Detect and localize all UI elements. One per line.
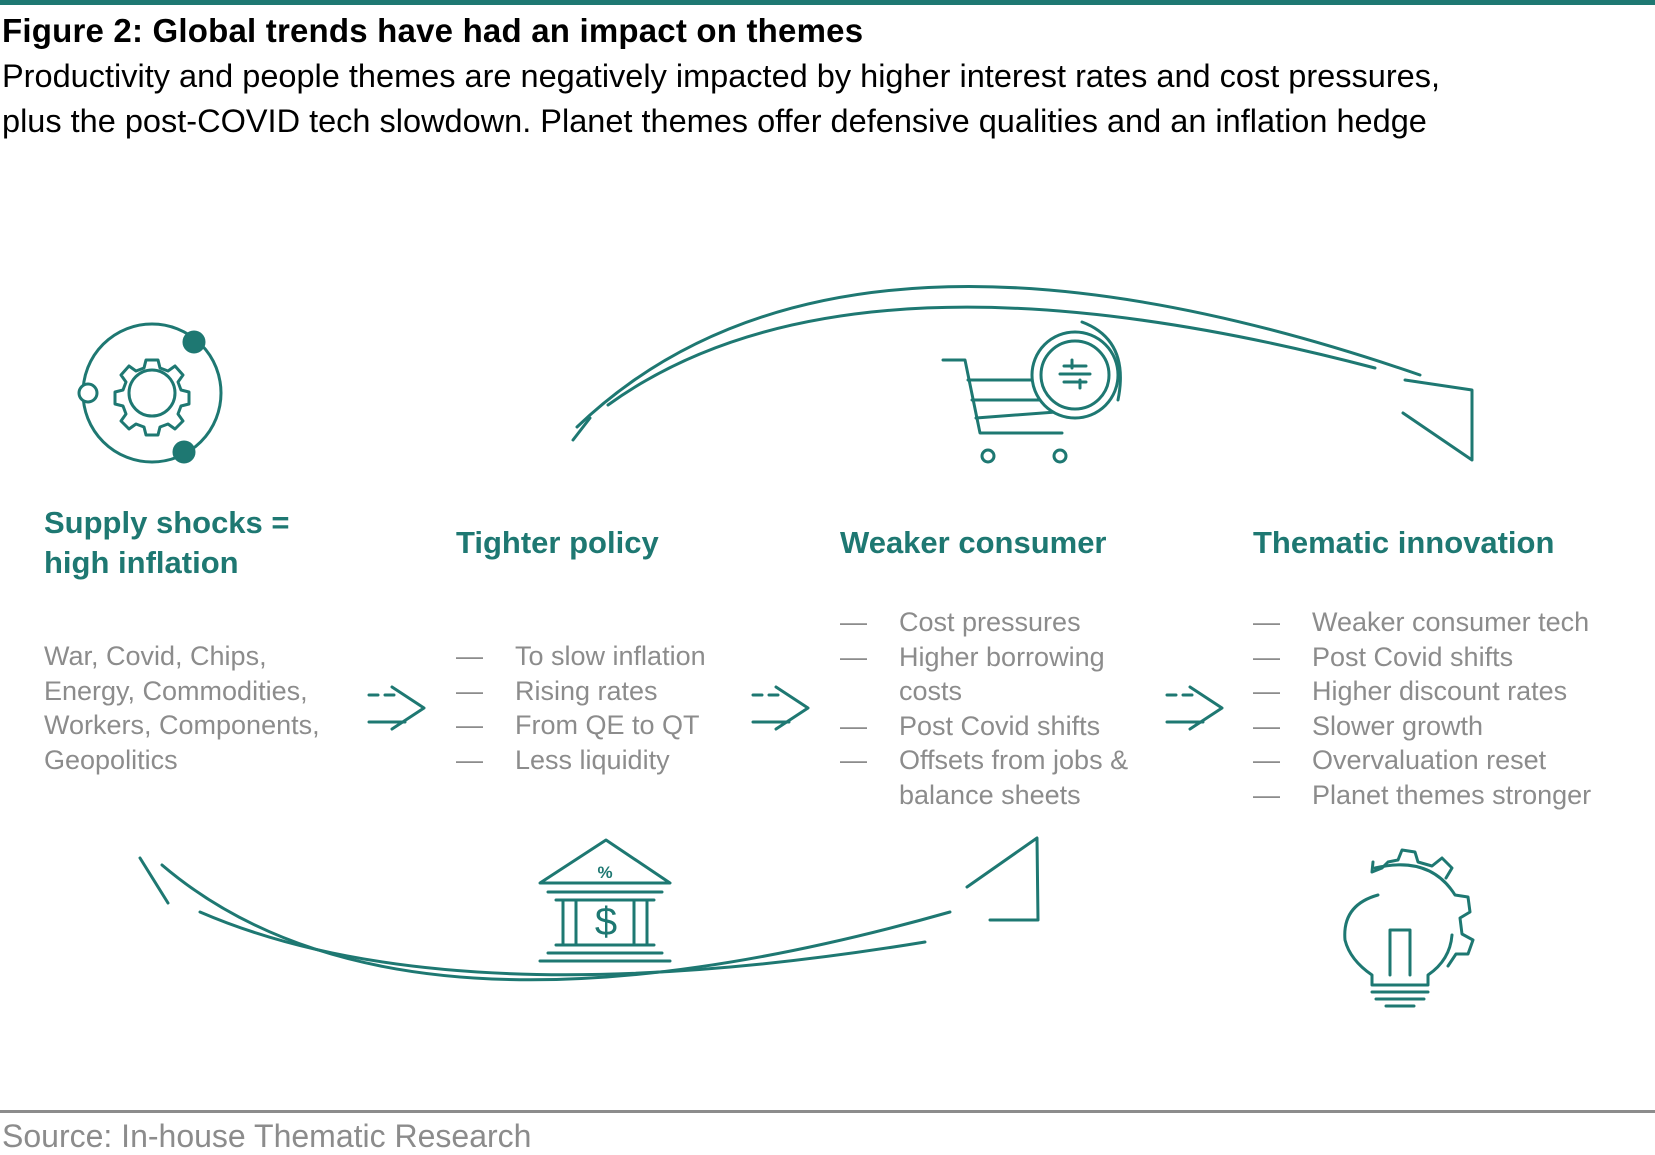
- top-arrow-head: [1401, 378, 1474, 462]
- list-item-text: Overvaluation reset: [1312, 745, 1547, 775]
- bullet-dash: —: [456, 675, 483, 706]
- list-item-text: Post Covid shifts: [1312, 641, 1514, 672]
- list-item-text: To slow inflation: [515, 641, 706, 671]
- top-cycle-arrow: [571, 285, 1474, 462]
- list-item: — Cost pressures: [840, 605, 1128, 640]
- figure-subtitle-line-2: plus the post-COVID tech slowdown. Plane…: [2, 103, 1427, 139]
- list-item-text: Rising rates: [515, 675, 658, 706]
- list-item: — Higher discount rates: [1253, 674, 1591, 709]
- shopping-cart-icon: [941, 320, 1122, 464]
- bottom-arc-outer: [160, 863, 952, 982]
- bottom-arrow-head: [965, 836, 1040, 922]
- bullet-dash: —: [1253, 745, 1280, 775]
- list-item-text: From QE to QT: [515, 710, 700, 740]
- list-item: — Post Covid shifts: [1253, 640, 1591, 675]
- figure-subtitle: Productivity and people themes are negat…: [2, 54, 1440, 144]
- stage-supply-shocks-drivers: War, Covid, Chips, Energy, Commodities, …: [44, 639, 320, 777]
- list-item: — Rising rates: [456, 674, 706, 709]
- list-item-text: Planet themes stronger: [1312, 779, 1592, 810]
- stage-supply-shocks-heading-line-2: high inflation: [44, 545, 239, 580]
- list-item: — Weaker consumer tech: [1253, 605, 1591, 640]
- list-item: — Planet themes stronger: [1253, 778, 1591, 813]
- bullet-dash: —: [840, 745, 867, 775]
- list-item-text: Higher discount rates: [1312, 676, 1568, 706]
- list-item-continuation: costs: [840, 674, 1128, 709]
- driver-line: Energy, Commodities,: [44, 675, 308, 706]
- top-arc-outer-tail: [571, 416, 592, 442]
- bottom-arc-inner: [198, 910, 927, 977]
- list-item-text: costs: [899, 676, 963, 706]
- list-item: — Offsets from jobs &: [840, 743, 1128, 778]
- list-item-text: Higher borrowing: [899, 641, 1105, 672]
- flow-arrow-3: [1165, 685, 1224, 731]
- bank-percent-symbol: %: [597, 863, 612, 882]
- list-item-text: Less liquidity: [515, 744, 670, 775]
- bank-icon: [538, 838, 672, 963]
- list-item: — To slow inflation: [456, 639, 706, 674]
- driver-line: Geopolitics: [44, 744, 178, 775]
- gear-orbit-icon: [77, 322, 223, 464]
- list-item: — From QE to QT: [456, 708, 706, 743]
- list-item: — Overvaluation reset: [1253, 743, 1591, 778]
- list-item: — Higher borrowing: [840, 640, 1128, 675]
- flow-arrow-1: [367, 685, 426, 731]
- list-item-text: balance sheets: [899, 779, 1081, 810]
- top-arc-inner: [575, 285, 1422, 429]
- bullet-dash: —: [1253, 779, 1280, 810]
- flow-arrow-2: [751, 685, 810, 731]
- stage-thematic-innovation-heading: Thematic innovation: [1253, 525, 1555, 560]
- stage-supply-shocks-heading-line-1: Supply shocks =: [44, 505, 290, 540]
- bullet-dash: —: [456, 744, 483, 775]
- bank-dollar-symbol: $: [595, 900, 617, 944]
- list-item: — Post Covid shifts: [840, 709, 1128, 744]
- bullet-dash: —: [840, 607, 867, 637]
- list-item-text: Weaker consumer tech: [1312, 607, 1590, 637]
- source-note: Source: In-house Thematic Research: [2, 1118, 532, 1154]
- bottom-rule: [0, 1110, 1655, 1113]
- stage-weaker-consumer-list: —Cost pressures —Higher borrowing costs …: [840, 605, 1128, 812]
- bullet-dash: —: [1253, 710, 1280, 741]
- list-item-continuation: balance sheets: [840, 778, 1128, 813]
- stage-thematic-innovation-list: — Weaker consumer tech — Post Covid shifts…: [1253, 605, 1591, 812]
- bullet-dash: —: [1253, 641, 1280, 672]
- list-item-text: Cost pressures: [899, 607, 1081, 637]
- driver-line: Workers, Components,: [44, 710, 320, 740]
- bullet-dash: —: [456, 641, 483, 671]
- stage-tighter-policy-list: — To slow inflation — Rising rates — From Q…: [456, 639, 706, 777]
- stage-weaker-consumer-heading: Weaker consumer: [840, 525, 1107, 560]
- figure-subtitle-line-1: Productivity and people themes are negat…: [2, 58, 1440, 94]
- stage-tighter-policy-heading: Tighter policy: [456, 525, 659, 560]
- bullet-dash: —: [840, 710, 867, 741]
- bottom-arc-tail: [138, 856, 170, 905]
- driver-line: War, Covid, Chips,: [44, 641, 267, 671]
- stage-supply-shocks-heading: Supply shocks = high inflation: [44, 503, 290, 583]
- list-item-text: Offsets from jobs &: [899, 745, 1129, 775]
- list-item-text: Post Covid shifts: [899, 710, 1101, 741]
- bullet-dash: —: [456, 710, 483, 740]
- bullet-dash: —: [1253, 607, 1280, 637]
- list-item-text: Slower growth: [1312, 710, 1484, 741]
- top-arc-outer: [606, 305, 1377, 407]
- bottom-cycle-arrow: [138, 836, 1040, 982]
- bullet-dash: —: [840, 641, 867, 672]
- list-item: — Less liquidity: [456, 743, 706, 778]
- bullet-dash: —: [1253, 676, 1280, 706]
- figure-title: Figure 2: Global trends have had an impa…: [2, 12, 864, 49]
- lightbulb-gear-icon: [1343, 848, 1475, 1008]
- top-rule: [0, 0, 1655, 5]
- list-item: — Slower growth: [1253, 709, 1591, 744]
